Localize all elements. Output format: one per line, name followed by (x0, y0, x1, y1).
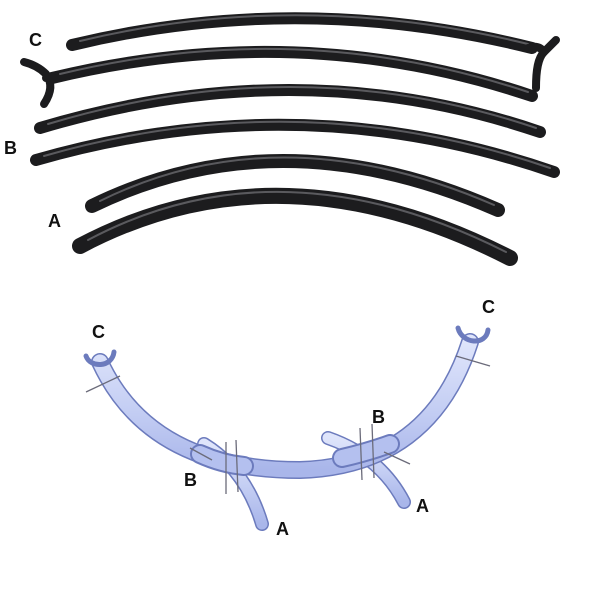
label-diagram-c-left: C (92, 322, 105, 342)
assembly-diagram (83, 325, 491, 531)
diagram-bolts (85, 355, 491, 494)
pipe-c-top (66, 12, 560, 92)
pipe-b-fourth (30, 118, 560, 178)
diagram-hook-c-left (83, 349, 117, 367)
label-photo-b: B (4, 138, 17, 158)
pipe-photo (20, 12, 560, 266)
label-diagram-b-left: B (184, 470, 197, 490)
pipe-c-second (20, 45, 538, 108)
label-photo-a: A (48, 211, 61, 231)
label-photo-c: C (29, 30, 42, 50)
pipe-a-fifth (85, 154, 505, 217)
label-diagram-a-left: A (276, 519, 289, 539)
label-diagram-c-right: C (482, 297, 495, 317)
label-diagram-a-right: A (416, 496, 429, 516)
diagram-main-arc (91, 333, 479, 480)
diagram-hook-c-right (455, 325, 491, 344)
pipe-b-third (34, 83, 546, 138)
fork-end-left (20, 58, 55, 108)
label-diagram-b-right: B (372, 407, 385, 427)
pipe-a-sixth (72, 187, 518, 266)
